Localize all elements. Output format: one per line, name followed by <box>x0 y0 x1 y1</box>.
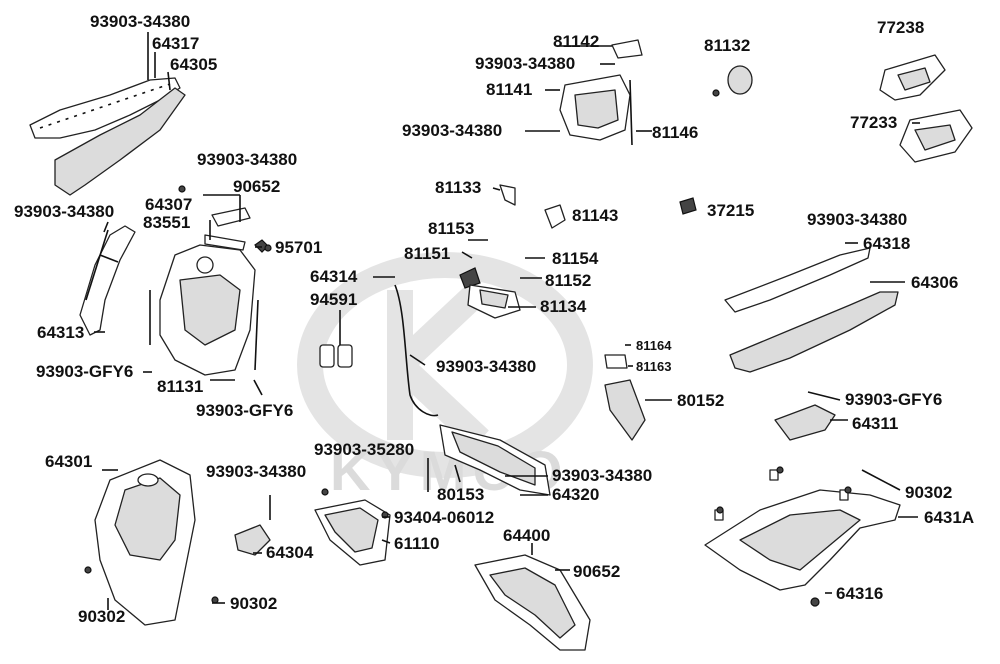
part-label: 37215 <box>707 201 754 220</box>
part-label: 81153 <box>428 219 474 238</box>
part-label: 80153 <box>437 485 484 504</box>
part-label: 64400 <box>503 526 550 545</box>
part-label: 90302 <box>230 594 277 613</box>
part-label: 90652 <box>233 177 280 196</box>
part-label: 64304 <box>266 543 314 562</box>
part-label: 93903-34380 <box>436 357 536 376</box>
inner-panel-61110 <box>314 499 391 566</box>
floor-frame-6431A <box>704 469 901 591</box>
part-label: 61110 <box>394 534 439 553</box>
part-label: 64317 <box>152 34 199 53</box>
leader-lines <box>94 32 920 610</box>
part-label: 95701 <box>275 238 322 257</box>
console-81134 <box>459 267 521 319</box>
small-bracket-64307 <box>204 207 269 253</box>
small-parts-8116x <box>604 354 646 441</box>
part-label: 81132 <box>704 36 750 55</box>
part-label: 93903-34380 <box>475 54 575 73</box>
part-label: 93903-35280 <box>314 440 414 459</box>
fasteners <box>84 185 852 607</box>
part-label: 64301 <box>45 452 92 471</box>
front-cover-64301 <box>94 459 196 626</box>
part-label: 81134 <box>540 297 587 316</box>
part-label: 80152 <box>677 391 724 410</box>
part-label: 77238 <box>877 18 924 37</box>
part-label: 93903-34380 <box>807 210 907 229</box>
part-label: 93903-34380 <box>90 12 190 31</box>
part-label: 94591 <box>310 290 357 309</box>
part-label: 83551 <box>143 213 190 232</box>
side-rail-right <box>724 247 899 373</box>
inner-box <box>159 244 256 376</box>
part-label: 81142 <box>553 32 599 51</box>
part-label: 64314 <box>310 267 358 286</box>
storage-box-81141 <box>559 39 643 146</box>
part-label: 64316 <box>836 584 883 603</box>
part-label: 93903-34380 <box>197 150 297 169</box>
part-label: 90302 <box>78 607 125 626</box>
part-label: 6431A <box>924 508 974 527</box>
part-label: 81154 <box>552 249 599 268</box>
part-label: 90302 <box>905 483 952 502</box>
emblem-64304 <box>234 524 271 556</box>
part-label: 81141 <box>486 80 532 99</box>
part-labels: 93903-34380 64317 64305 93903-34380 6431… <box>14 12 974 626</box>
part-label: 93903-GFY6 <box>36 362 133 381</box>
part-label: 93903-34380 <box>206 462 306 481</box>
side-rail-left <box>79 225 136 336</box>
fuel-parts-772xx <box>879 54 973 163</box>
part-label: 93903-34380 <box>14 202 114 221</box>
part-label: 93903-GFY6 <box>196 401 293 420</box>
part-label: 64305 <box>170 55 217 74</box>
cover-64311 <box>774 404 836 441</box>
part-label: 81164 <box>636 338 672 353</box>
rods-64314 <box>149 284 439 417</box>
part-label: 81146 <box>652 123 698 142</box>
lock-81132 <box>712 65 753 97</box>
part-label: 64311 <box>852 414 898 433</box>
side-cover-upper-left <box>29 77 186 196</box>
part-label: 93903-GFY6 <box>845 390 942 409</box>
part-label: 64320 <box>552 485 599 504</box>
part-label: 81133 <box>435 178 481 197</box>
part-label: 81151 <box>404 244 450 263</box>
part-label: 93404-06012 <box>394 508 494 527</box>
part-label: 81152 <box>545 271 591 290</box>
part-label: 64318 <box>863 234 910 253</box>
part-label: 93903-34380 <box>402 121 502 140</box>
part-label: 81143 <box>572 206 618 225</box>
part-label: 64306 <box>911 273 958 292</box>
under-cover-64400 <box>474 554 591 651</box>
part-label: 90652 <box>573 562 620 581</box>
part-label: 64313 <box>37 323 84 342</box>
part-label: 77233 <box>850 113 897 132</box>
part-label: 64307 <box>145 195 192 214</box>
clips-8113x <box>499 184 697 229</box>
floor-mat-64320 <box>439 424 551 496</box>
part-label: 93903-34380 <box>552 466 652 485</box>
part-label: 81163 <box>636 359 671 374</box>
part-label: 81131 <box>157 377 203 396</box>
